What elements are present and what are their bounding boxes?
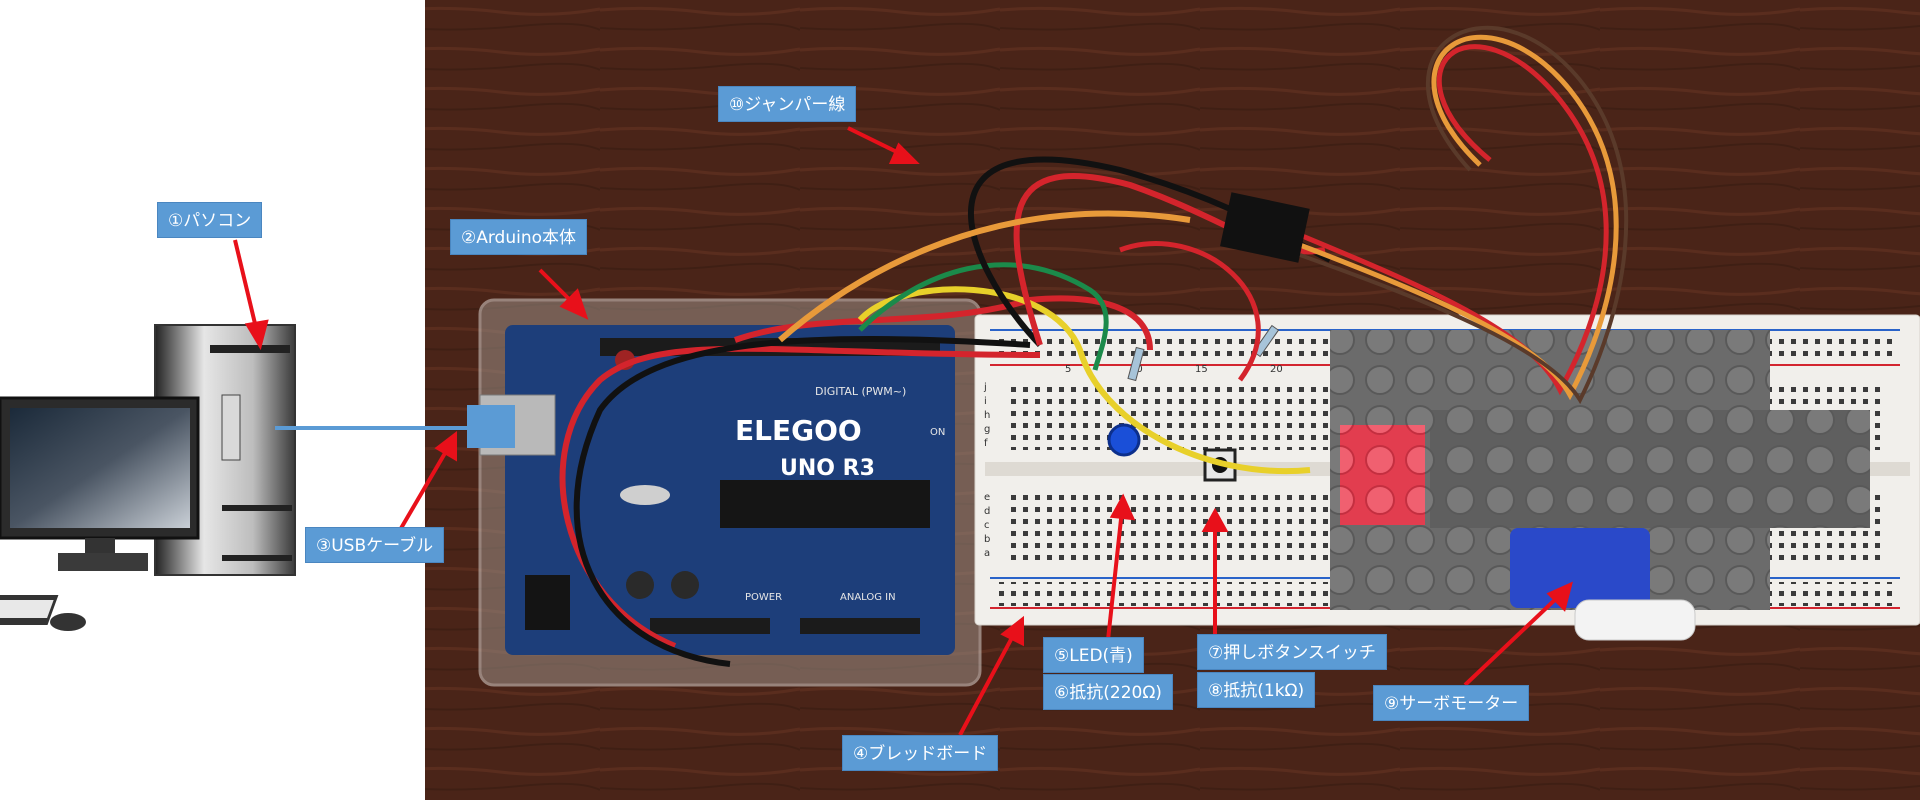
row-letter-i: i — [984, 396, 987, 407]
board-model: UNO R3 — [780, 456, 875, 481]
components — [1107, 324, 1280, 482]
arduino-board: ELEGOO UNO R3 DIGITAL (PWM~) POWER ANALO… — [478, 298, 982, 687]
row-letter-e: e — [984, 492, 990, 503]
on-led-label: ON — [930, 427, 945, 438]
servo-horn — [1574, 599, 1696, 641]
jumper-wires — [559, 25, 1629, 667]
usb-cable-plug — [467, 405, 515, 448]
blue-led — [1107, 423, 1141, 457]
label-usb: ③USBケーブル — [305, 527, 445, 563]
power-pin-header — [650, 618, 770, 634]
row-letter-b: b — [984, 534, 990, 545]
label-led: ⑤LED(青) — [1043, 637, 1144, 673]
label-resistor-1k: ⑧抵抗(1kΩ) — [1197, 672, 1316, 708]
row-letter-c: c — [984, 520, 990, 531]
pc-screen — [10, 408, 190, 528]
label-jumper: ⑩ジャンパー線 — [718, 86, 857, 122]
label-servo: ⑨サーボモーター — [1373, 685, 1530, 721]
label-breadboard: ④ブレッドボード — [842, 735, 999, 771]
label-pushbutton: ⑦押しボタンスイッチ — [1197, 634, 1387, 670]
row-letter-d: d — [984, 506, 990, 517]
row-letter-a: a — [984, 548, 990, 559]
arrow-usb — [398, 446, 450, 532]
arrow-jumper — [847, 126, 904, 157]
capacitor-1 — [626, 571, 654, 599]
arrow-servo — [1463, 593, 1562, 687]
label-arduino: ②Arduino本体 — [450, 219, 588, 255]
dc-jack — [525, 575, 570, 630]
row-letter-j: j — [983, 382, 987, 393]
annotation-arrows — [233, 126, 1573, 736]
column-number-5: 5 — [1065, 364, 1071, 375]
column-number-20: 20 — [1270, 364, 1283, 375]
analog-pin-header — [800, 618, 920, 634]
pc-mouse — [50, 613, 86, 631]
servo-connector — [1220, 192, 1310, 263]
crystal — [620, 485, 670, 505]
digital-header-label: DIGITAL (PWM~) — [815, 385, 906, 398]
label-pc: ①パソコン — [157, 202, 263, 238]
column-number-15: 15 — [1195, 364, 1208, 375]
arrow-breadboard — [958, 631, 1017, 736]
pc-illustration — [0, 324, 296, 631]
atmega-chip — [720, 480, 930, 528]
analog-header-label: ANALOG IN — [840, 592, 896, 603]
row-letter-h: h — [984, 410, 990, 421]
power-header-label: POWER — [745, 592, 782, 603]
arrow-pc — [233, 239, 259, 333]
row-letter-f: f — [984, 438, 988, 449]
arrow-led — [1106, 509, 1124, 641]
capacitor-2 — [671, 571, 699, 599]
label-resistor-220: ⑥抵抗(220Ω) — [1043, 674, 1173, 710]
row-letter-g: g — [984, 424, 990, 435]
resistor-220 — [1127, 346, 1145, 382]
servo-body — [1510, 528, 1650, 608]
board-brand: ELEGOO — [735, 414, 862, 447]
